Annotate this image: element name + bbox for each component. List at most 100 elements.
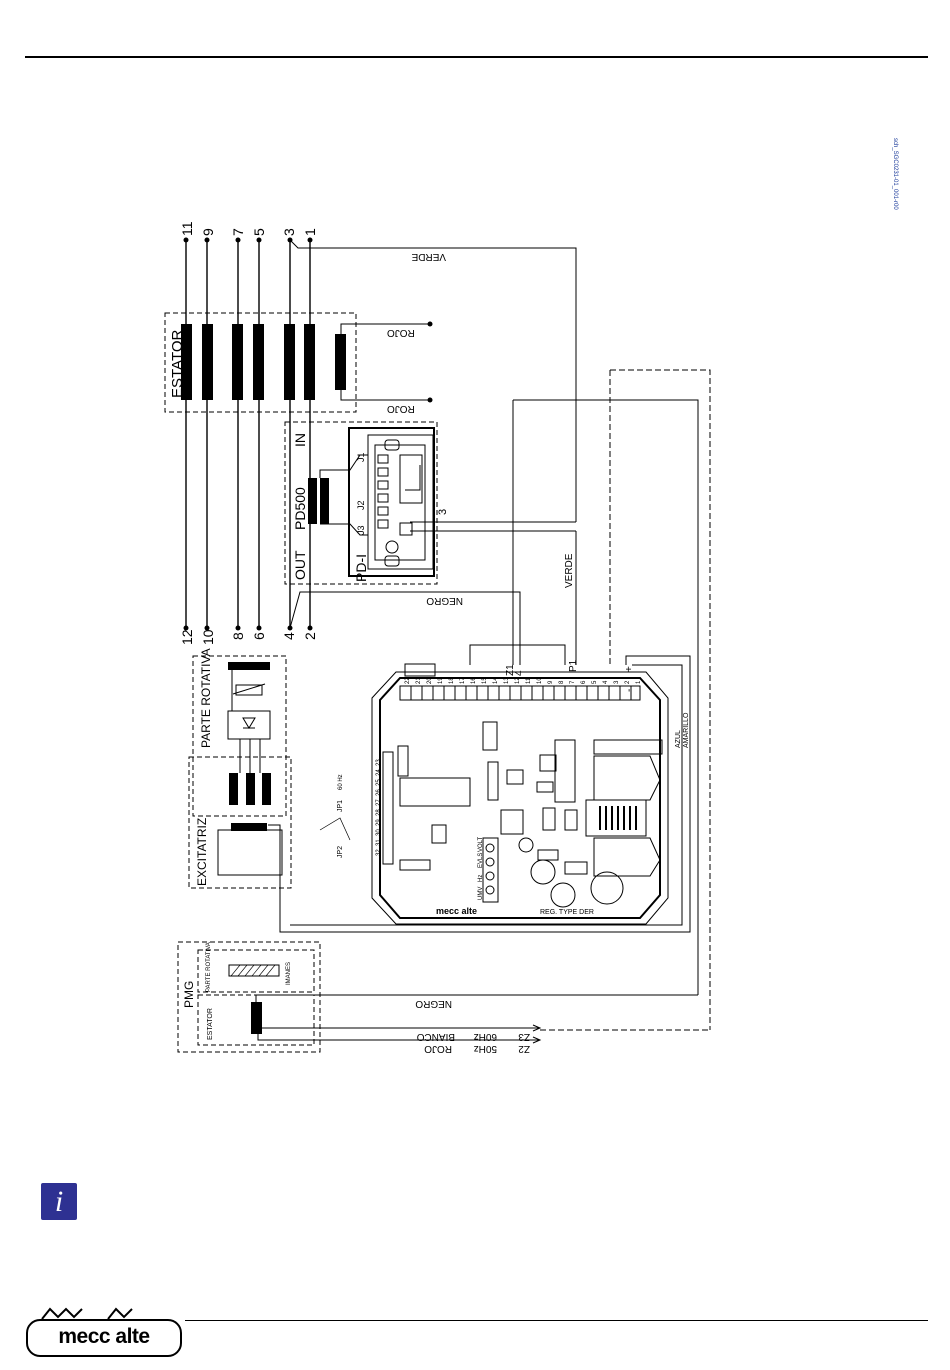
logo-crown-icon (41, 1307, 133, 1320)
regulator-board: UMV Hz EVLS VOLT JP1 JP2 60 Hz mecc alte… (319, 659, 690, 925)
rojo-label-bottom: ROJO (387, 403, 415, 414)
regulator-terminal-14: 14 (493, 677, 499, 684)
terminal-1: 1 (302, 228, 318, 236)
regulator-terminal-13: 13 (504, 677, 510, 684)
rojo-label-top: ROJO (387, 327, 415, 338)
regulator-brand: mecc alte (436, 906, 477, 916)
regulator-terminal-12: 12 (515, 677, 521, 684)
pmg-parte-rotativa: PARTE ROTATIVA (206, 942, 212, 992)
pd500-terminal-3: 3 (437, 509, 449, 515)
regulator-terminal-16: 16 (471, 677, 477, 684)
regulator-terminal-15: 15 (482, 677, 488, 684)
terminal-9: 9 (200, 228, 216, 236)
footer-rule (185, 1320, 928, 1321)
pmg-imanes: IMANES (286, 962, 292, 985)
z2-code: Z2 (518, 1043, 530, 1054)
stator-block: ESTATOR ROJO ROJO (164, 312, 433, 414)
z2-color: ROJO (424, 1043, 452, 1054)
trim-volt: VOLT (478, 836, 484, 852)
excitatriz-label: EXCITATRIZ (195, 818, 209, 886)
top-terminal-numbers: 11 9 7 5 3 1 (179, 221, 318, 236)
verde-label-top: VERDE (411, 251, 446, 262)
regulator-type: REG. TYPE DER (540, 909, 594, 916)
jp1-label: JP1 (337, 800, 344, 812)
regulator-terminal-5: 5 (592, 680, 598, 684)
regulator-left-pin-23: 23 (376, 759, 382, 766)
header-rule (25, 56, 928, 58)
negro-label-top: NEGRO (426, 595, 463, 606)
regulator-left-pin-26: 26 (376, 789, 382, 796)
regulator-left-pin-30: 30 (376, 829, 382, 836)
regulator-terminal-22: 22 (405, 677, 411, 684)
trim-hz: Hz (478, 875, 484, 882)
pd500-in-label: IN (292, 433, 308, 447)
regulator-terminal-11: 11 (526, 677, 532, 684)
terminal-4-reg: 4 (514, 670, 525, 676)
regulator-terminal-10: 10 (537, 677, 543, 684)
negro-label-pmg: NEGRO (415, 998, 452, 1009)
terminal-6: 6 (251, 632, 267, 640)
terminal-4: 4 (281, 632, 297, 640)
regulator-terminal-3: 3 (614, 680, 620, 684)
terminal-5: 5 (251, 228, 267, 236)
regulator-left-pin-28: 28 (376, 809, 382, 816)
regulator-terminal-20: 20 (427, 677, 433, 684)
company-logo: mecc alte (26, 1319, 182, 1357)
terminal-3: 3 (281, 228, 297, 236)
regulator-left-pin-29: 29 (376, 819, 382, 826)
terminal-11: 11 (179, 221, 195, 236)
regulator-terminal-4: 4 (603, 680, 609, 684)
regulator-left-pin-31: 31 (376, 839, 382, 846)
pmg-label: PMG (182, 981, 196, 1008)
pd500-j3: J3 (356, 525, 366, 535)
terminal-12: 12 (179, 629, 195, 645)
terminal-8: 8 (230, 632, 246, 640)
verde-label-vertical: VERDE (564, 553, 575, 588)
z3-color: BIANCO (416, 1031, 455, 1042)
z3-code: Z3 (518, 1031, 530, 1042)
jp2-label: JP2 (337, 846, 344, 858)
pd500-j1: J1 (356, 452, 366, 462)
pmg-estator: ESTATOR (207, 1008, 214, 1040)
regulator-terminal-21: 21 (416, 677, 422, 684)
regulator-terminal-1: 1 (636, 680, 642, 684)
parte-rotativa-label: PARTE ROTATIVA (199, 648, 213, 748)
regulator-terminal-8: 8 (559, 680, 565, 684)
regulator-left-pin-25: 25 (376, 779, 382, 786)
stator-leads (185, 240, 311, 628)
excitatriz-block: EXCITATRIZ PARTE ROTATIVA (188, 648, 292, 889)
z2-freq: 50Hz (474, 1043, 497, 1054)
terminal-7: 7 (230, 228, 246, 236)
trim-umv: UMV (478, 887, 484, 900)
regulator-terminal-9: 9 (548, 680, 554, 684)
trim-evls: EVLS (478, 853, 484, 868)
pmg-block: PMG PARTE ROTATIVA ESTATOR IMANES NEGRO … (177, 941, 710, 1054)
z3-freq: 60Hz (474, 1031, 497, 1042)
regulator-terminal-19: 19 (438, 677, 444, 684)
regulator-left-pin-24: 24 (376, 769, 382, 776)
regulator-terminal-17: 17 (460, 677, 466, 684)
pd500-j2: J2 (356, 500, 366, 510)
terminal-10: 10 (200, 629, 216, 645)
regulator-terminal-2: 2 (625, 680, 631, 684)
bottom-terminal-numbers: 12 10 8 6 4 2 (179, 629, 318, 645)
terminal-plus: + (624, 666, 635, 672)
pd500-pdi-label: PD-I (353, 554, 369, 582)
amarillo-label: AMARILLO (683, 712, 690, 748)
terminal-z1: Z1 (505, 664, 516, 676)
regulator-terminal-6: 6 (581, 680, 587, 684)
regulator-left-pin-27: 27 (376, 799, 382, 806)
regulator-terminal-18: 18 (449, 677, 455, 684)
terminal-p1: P1 (568, 659, 579, 672)
regulator-left-pin-32: 32 (376, 849, 382, 856)
jp-freq: 60 Hz (338, 774, 344, 790)
azul-label: AZUL (675, 730, 682, 748)
info-icon: i (41, 1183, 77, 1220)
pd500-name: PD500 (292, 487, 308, 530)
terminal-minus: - (624, 689, 635, 692)
pd500-out-label: OUT (292, 550, 308, 580)
pd500-block: IN PD500 OUT PD-I J3 J2 J1 (284, 421, 438, 585)
terminal-2: 2 (302, 632, 318, 640)
verde-wire (289, 239, 577, 522)
